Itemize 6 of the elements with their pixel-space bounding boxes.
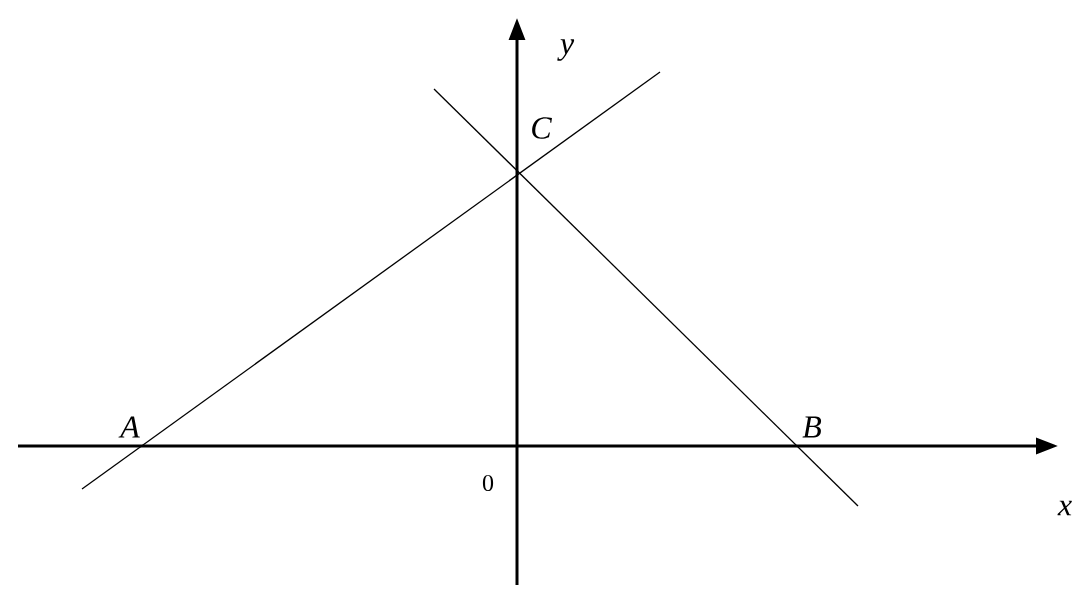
point-label: C xyxy=(532,117,552,139)
point-label: B xyxy=(802,416,822,438)
axis-label: y xyxy=(557,39,575,61)
origin-label: 0 xyxy=(482,474,494,492)
axis-label: x xyxy=(1057,500,1072,516)
point-label: A xyxy=(118,416,140,438)
